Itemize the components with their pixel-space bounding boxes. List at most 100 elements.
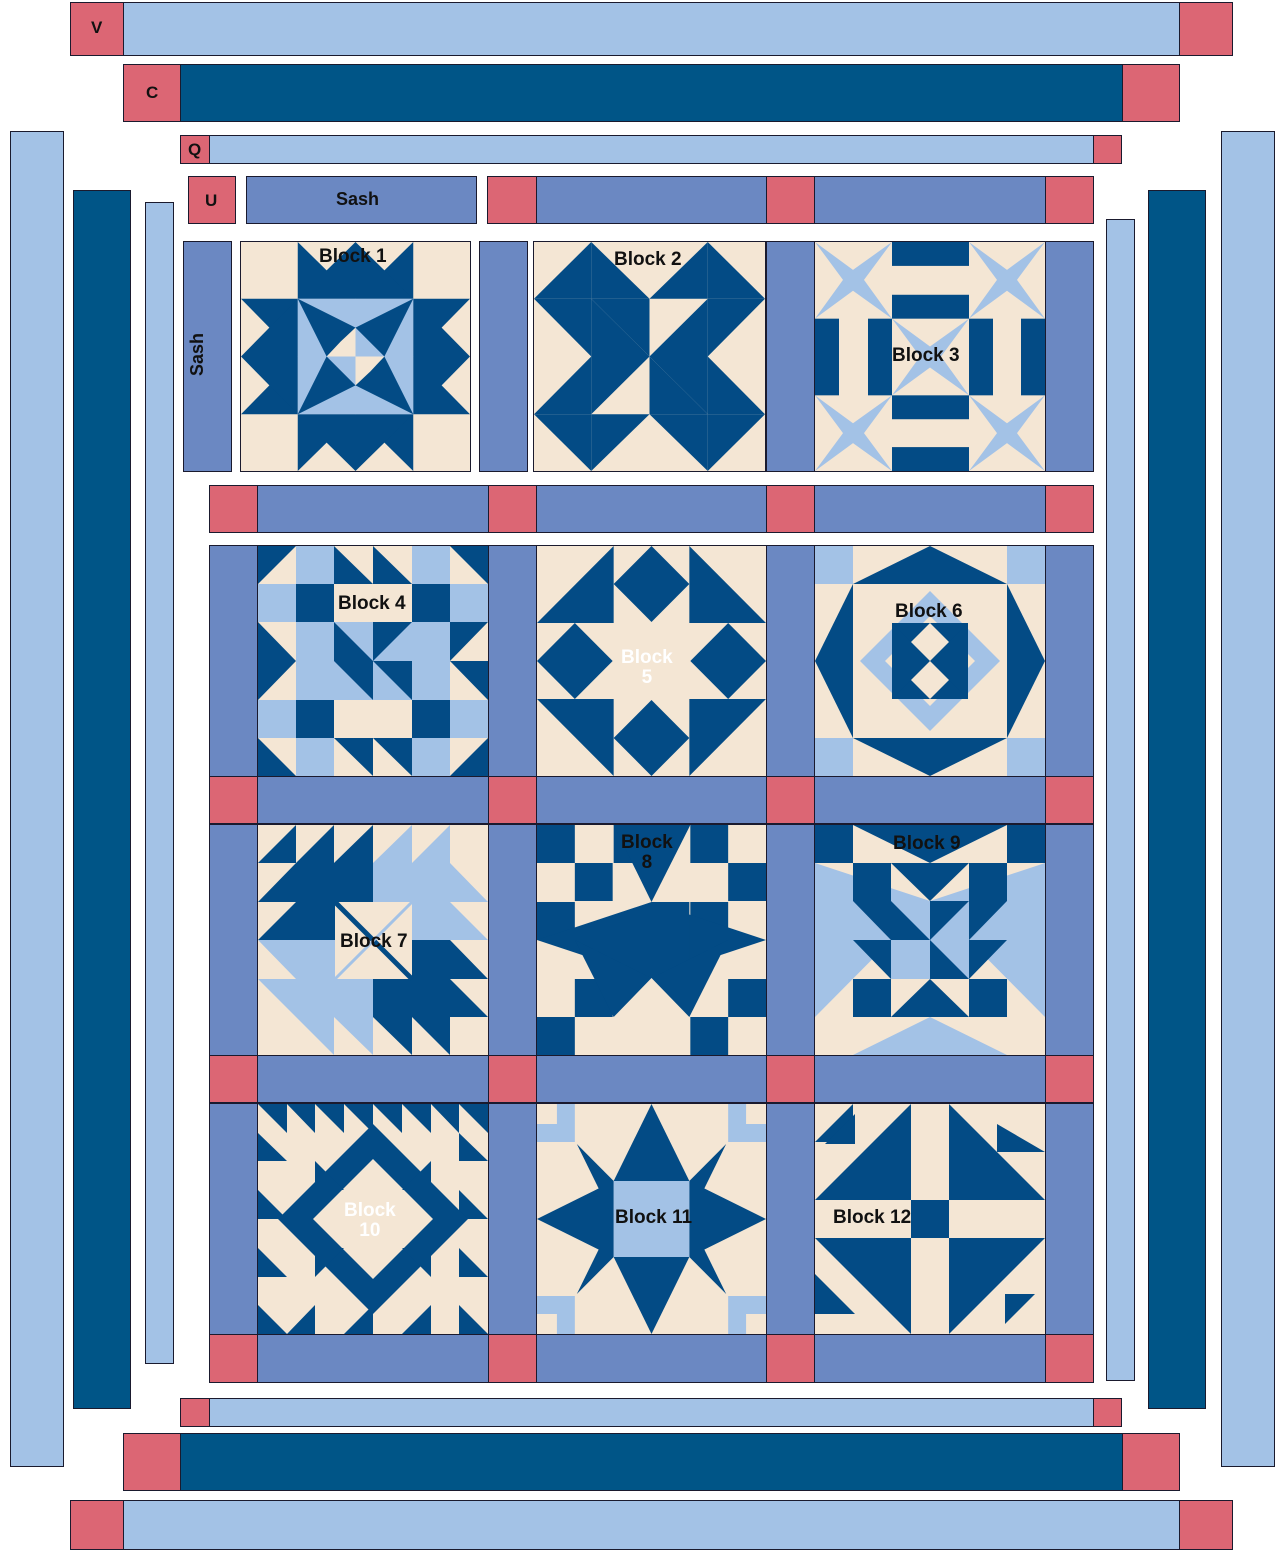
cornerstone-top-4 (1045, 176, 1094, 224)
block-8: Block 8 (536, 824, 767, 1056)
block-11-label: Block 11 (615, 1208, 692, 1228)
border-q-bottom-cornerstone-right (1093, 1398, 1122, 1427)
cornerstone-r4-4 (1045, 1334, 1094, 1383)
cornerstone-top-2 (487, 176, 537, 224)
sash-r3-2 (536, 1055, 767, 1103)
sash-r4-1 (257, 1334, 489, 1383)
cornerstone-r3-2 (488, 1055, 537, 1103)
border-v-right-strip (1221, 131, 1275, 1467)
border-q-label: Q (188, 140, 201, 160)
sash-side-row1-2 (479, 241, 528, 472)
cornerstone-r3-1 (209, 1055, 258, 1103)
sash-side-row1-3 (766, 241, 815, 472)
sash-r3-3 (814, 1055, 1046, 1103)
cornerstone-r1-4 (1045, 485, 1094, 533)
sash-r1-2 (536, 485, 767, 533)
border-q-top-strip (209, 135, 1094, 164)
block-6: Block 6 (814, 545, 1046, 777)
sash-v-r4-1 (209, 1103, 258, 1335)
border-u-label: U (205, 191, 217, 211)
border-q-right-strip (1106, 219, 1135, 1381)
sash-v-r2-3 (766, 545, 815, 777)
sash-side-label: Sash (187, 333, 208, 376)
block-6-label: Block 6 (895, 602, 963, 622)
border-c-left-strip (73, 190, 131, 1409)
cornerstone-r2-4 (1045, 776, 1094, 824)
border-v-top-strip (123, 2, 1180, 56)
border-c-right-strip (1148, 190, 1206, 1409)
block-7-label: Block 7 (340, 932, 408, 952)
sash-r1-3 (814, 485, 1046, 533)
sash-r2-1 (257, 776, 489, 824)
block-9-label: Block 9 (893, 834, 961, 854)
cornerstone-r4-3 (766, 1334, 815, 1383)
sash-r1-1 (257, 485, 489, 533)
sash-v-r4-2 (488, 1103, 537, 1335)
sash-r4-3 (814, 1334, 1046, 1383)
sash-v-r4-4 (1045, 1103, 1094, 1335)
border-c-bottom-strip (180, 1433, 1123, 1491)
sash-r3-1 (257, 1055, 489, 1103)
border-c-top-cornerstone-right (1122, 64, 1180, 122)
cornerstone-r4-2 (488, 1334, 537, 1383)
sash-top-1: Sash (246, 176, 477, 224)
cornerstone-r2-1 (209, 776, 258, 824)
block-11: Block 11 (536, 1103, 767, 1335)
sash-v-r2-4 (1045, 545, 1094, 777)
border-q-top-cornerstone-right (1093, 135, 1122, 164)
border-q-top-cornerstone-left: Q (180, 135, 210, 164)
block-1-label: Block 1 (319, 247, 387, 267)
block-1: Block 1 (240, 241, 471, 472)
block-2: Block 2 (533, 241, 766, 472)
border-q-bottom-strip (209, 1398, 1094, 1427)
border-v-bottom-cornerstone-right (1179, 1500, 1233, 1550)
sash-side-row1-1: Sash (183, 241, 232, 472)
cornerstone-r1-3 (766, 485, 815, 533)
sash-r2-3 (814, 776, 1046, 824)
cornerstone-r3-3 (766, 1055, 815, 1103)
border-v-bottom-strip (123, 1500, 1180, 1550)
block-3: Block 3 (814, 241, 1046, 472)
sash-top-2 (536, 176, 767, 224)
block-3-label: Block 3 (892, 346, 960, 366)
sash-v-r3-3 (766, 824, 815, 1056)
sash-r4-2 (536, 1334, 767, 1383)
block-10: Block 10 (257, 1103, 489, 1335)
border-v-left-strip (10, 131, 64, 1467)
border-q-left-strip (145, 202, 174, 1364)
block-5-label: Block 5 (621, 648, 673, 688)
border-v-top-cornerstone-right (1179, 2, 1233, 56)
block-12: Block 12 (814, 1103, 1046, 1335)
cornerstone-r2-2 (488, 776, 537, 824)
block-2-label: Block 2 (614, 250, 682, 270)
border-c-top-cornerstone-left: C (123, 64, 181, 122)
cornerstone-top-3 (766, 176, 815, 224)
block-12-label: Block 12 (833, 1208, 911, 1228)
cornerstone-r1-2 (488, 485, 537, 533)
cornerstone-r4-1 (209, 1334, 258, 1383)
border-q-bottom-cornerstone-left (180, 1398, 210, 1427)
sash-r2-2 (536, 776, 767, 824)
sash-side-row1-4 (1045, 241, 1094, 472)
block-7: Block 7 (257, 824, 489, 1056)
border-c-bottom-cornerstone-left (123, 1433, 181, 1491)
block-4: Block 4 (257, 545, 489, 777)
border-v-top-cornerstone-left: V (70, 2, 124, 56)
block-4-label: Block 4 (338, 594, 406, 614)
block-5: Block 5 (536, 545, 767, 777)
cornerstone-u: U (188, 176, 236, 224)
border-v-bottom-cornerstone-left (70, 1500, 124, 1550)
block-8-label: Block 8 (621, 833, 673, 873)
sash-v-r2-2 (488, 545, 537, 777)
block-9: Block 9 (814, 824, 1046, 1056)
sash-top-label: Sash (336, 189, 379, 210)
border-c-label: C (146, 83, 158, 103)
sash-v-r3-4 (1045, 824, 1094, 1056)
sash-v-r2-1 (209, 545, 258, 777)
sash-top-3 (814, 176, 1046, 224)
sash-v-r4-3 (766, 1103, 815, 1335)
border-c-bottom-cornerstone-right (1122, 1433, 1180, 1491)
border-c-top-strip (180, 64, 1123, 122)
block-10-label: Block 10 (344, 1201, 396, 1241)
cornerstone-r1-1 (209, 485, 258, 533)
